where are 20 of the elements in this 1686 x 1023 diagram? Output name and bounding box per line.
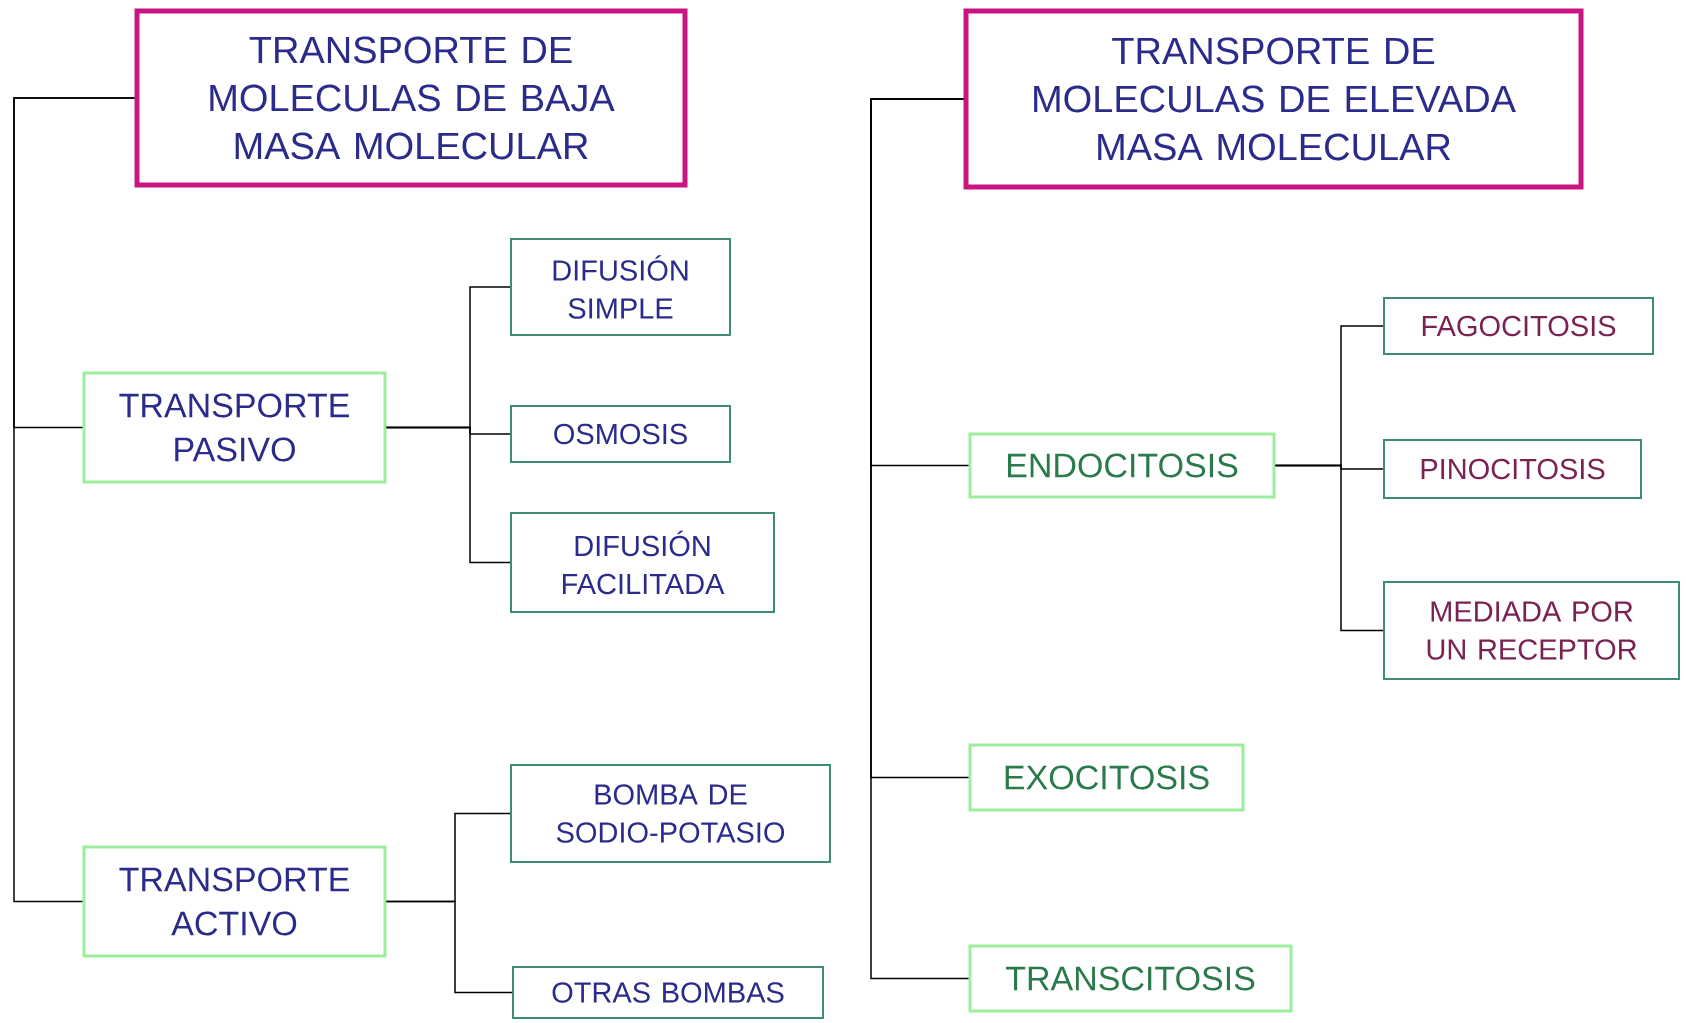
process-box: OSMOSIS	[510, 405, 731, 463]
category-box: ENDOCITOSIS	[968, 432, 1276, 499]
title-box: TRANSPORTE DE MOLECULAS DE ELEVADA MASA MOLECULAR	[963, 8, 1584, 190]
connector-line	[385, 426, 511, 564]
category-box: EXOCITOSIS	[968, 743, 1245, 812]
process-box: DIFUSIÓN SIMPLE	[510, 238, 731, 336]
process-box: OTRAS BOMBAS	[512, 966, 824, 1019]
process-box: PINOCITOSIS	[1383, 439, 1642, 499]
connector-line	[870, 98, 970, 980]
connector-line	[13, 97, 136, 903]
process-box: MEDIADA POR UN RECEPTOR	[1383, 581, 1680, 680]
process-box: DIFUSIÓN FACILITADA	[510, 512, 775, 613]
category-box: TRANSCITOSIS	[968, 944, 1293, 1013]
connector-line	[1274, 464, 1384, 632]
category-box: TRANSPORTE ACTIVO	[82, 845, 387, 958]
title-box: TRANSPORTE DE MOLECULAS DE BAJA MASA MOLECULAR	[134, 8, 688, 188]
process-box: BOMBA DE SODIO-POTASIO	[510, 764, 831, 863]
process-box: FAGOCITOSIS	[1383, 297, 1654, 355]
category-box: TRANSPORTE PASIVO	[82, 371, 387, 484]
connector-line	[385, 900, 513, 994]
